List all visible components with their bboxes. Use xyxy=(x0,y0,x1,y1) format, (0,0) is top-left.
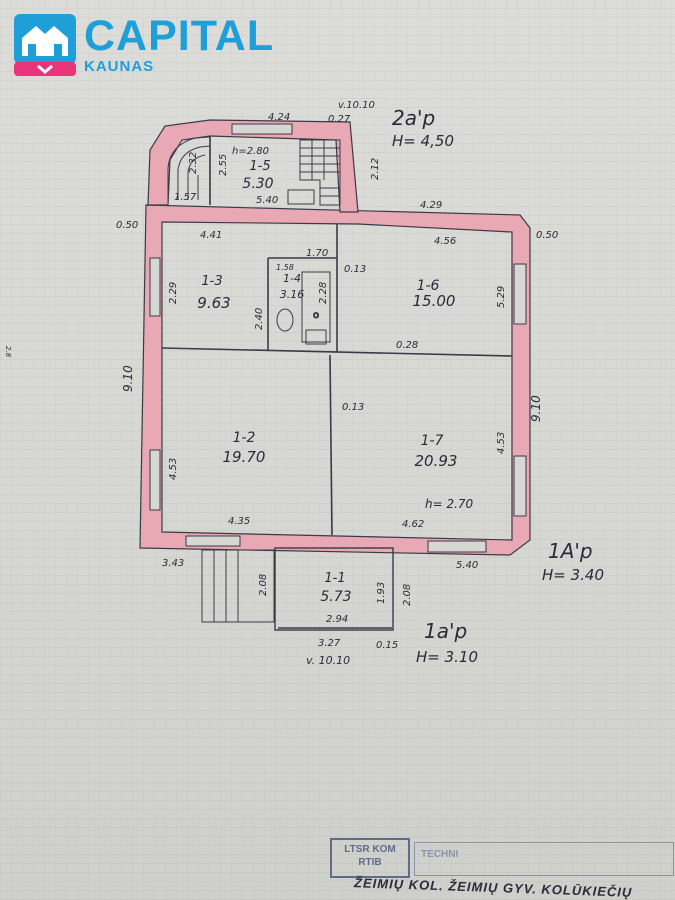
stamp-handwriting: ŽEIMIŲ KOL. ŽEIMIŲ GYV. KOLŪKIEČIŲ xyxy=(353,875,633,900)
room-1-5-note: h=2.80 xyxy=(232,146,269,157)
svg-text:o: o xyxy=(313,310,319,321)
dim-label: 4.29 xyxy=(420,200,442,211)
brand-name: CAPITAL xyxy=(84,12,275,60)
room-height-label: h= 2.70 xyxy=(425,497,474,511)
dim-label: 2.40 xyxy=(254,308,265,330)
room-1-4-id: 1-4 xyxy=(283,272,301,285)
dim-label: 9.10 xyxy=(529,395,543,422)
dim-label: 5.40 xyxy=(456,560,478,571)
stamp-box: LTSR KOM RTIB xyxy=(330,838,410,878)
side-mark: 2.8 xyxy=(4,346,12,358)
windows xyxy=(149,123,527,553)
room-1-3-area: 9.63 xyxy=(197,294,230,312)
dim-label: 4.53 xyxy=(496,432,507,454)
capital-house-logo xyxy=(14,14,76,76)
dim-label: 4.24 xyxy=(268,112,290,123)
floor-1Ap-code: 1A'p xyxy=(548,539,593,563)
stamp-line: TECHNI xyxy=(414,842,674,876)
dim-label: 3.43 xyxy=(162,558,184,569)
room-1-2-id: 1-2 xyxy=(233,430,256,446)
dim-label: v.10.10 xyxy=(338,100,375,111)
dim-label: 1.93 xyxy=(376,582,387,604)
dim-label: 0.28 xyxy=(396,340,418,351)
dimension-labels: 4.24 v.10.10 0.27 2.32 2.55 2.12 1.57 5.… xyxy=(4,100,558,667)
dim-label: 4.53 xyxy=(168,458,179,480)
dim-label: 4.62 xyxy=(402,519,424,530)
dim-label: 2.55 xyxy=(218,154,229,176)
dim-label: 2.94 xyxy=(326,614,348,625)
porch-steps xyxy=(167,136,211,200)
floor-1Ap-height: H= 3.40 xyxy=(542,566,604,584)
dim-label: 4.35 xyxy=(228,516,250,527)
dim-label: 4.41 xyxy=(200,230,222,241)
room-1-5-id: 1-5 xyxy=(249,159,270,174)
room-1-1-area: 5.73 xyxy=(320,589,351,605)
floor-2ap-code: 2a'p xyxy=(392,106,435,130)
dim-label: 2.12 xyxy=(370,158,381,180)
dim-label: 0.50 xyxy=(116,220,138,231)
dim-label: 0.27 xyxy=(328,114,351,125)
dim-label: 0.50 xyxy=(536,230,558,241)
room-1-7-id: 1-7 xyxy=(421,433,444,449)
room-1-3-id: 1-3 xyxy=(201,274,222,289)
floor-1ap-code: 1a'p xyxy=(424,619,467,643)
dim-label: 1.57 xyxy=(174,192,197,203)
interior-walls xyxy=(161,136,513,536)
dim-label: 0.15 xyxy=(376,640,398,651)
room-1-7-area: 20.93 xyxy=(415,452,458,470)
dim-label: 1.58 xyxy=(276,263,294,272)
floor-2ap-height: H= 4,50 xyxy=(392,132,454,150)
dim-label: 2.29 xyxy=(168,282,179,304)
room-1-1-id: 1-1 xyxy=(324,571,345,586)
room-1-4-area: 3.16 xyxy=(280,288,305,301)
dim-label: v. 10.10 xyxy=(306,654,350,667)
dim-label: 5.40 xyxy=(256,195,278,206)
brand-city: KAUNAS xyxy=(84,58,155,75)
dim-label: 0.13 xyxy=(344,264,366,275)
dim-label: 2.08 xyxy=(402,584,413,606)
archive-stamp: LTSR KOM RTIB TECHNI ŽEIMIŲ KOL. ŽEIMIŲ … xyxy=(330,838,675,900)
dim-label: 2.28 xyxy=(318,282,329,304)
dim-label: 5.29 xyxy=(496,286,507,308)
entrance-steps xyxy=(201,549,275,623)
bathroom-fixtures: o xyxy=(276,189,331,345)
dim-label: 9.10 xyxy=(121,365,135,392)
dim-label: 3.27 xyxy=(318,638,341,649)
dim-label: 4.56 xyxy=(434,236,456,247)
dim-label: 1.70 xyxy=(306,248,328,259)
room-1-6-id: 1-6 xyxy=(417,278,440,294)
room-labels: h=2.80 1-5 5.30 1-3 9.63 1-4 3.16 1-6 15… xyxy=(197,146,473,605)
room-1-2-area: 19.70 xyxy=(223,448,266,466)
room-1-5-area: 5.30 xyxy=(242,176,273,192)
entrance-room xyxy=(274,547,394,631)
dim-label: 0.13 xyxy=(342,402,364,413)
room-1-6-area: 15.00 xyxy=(413,292,456,310)
dim-label: 2.08 xyxy=(258,574,269,596)
floor-labels: 2a'p H= 4,50 1A'p H= 3.40 1a'p H= 3.10 xyxy=(392,106,604,666)
dim-label: 2.32 xyxy=(188,152,199,174)
staircase xyxy=(299,139,341,206)
floor-1ap-height: H= 3.10 xyxy=(416,648,478,666)
